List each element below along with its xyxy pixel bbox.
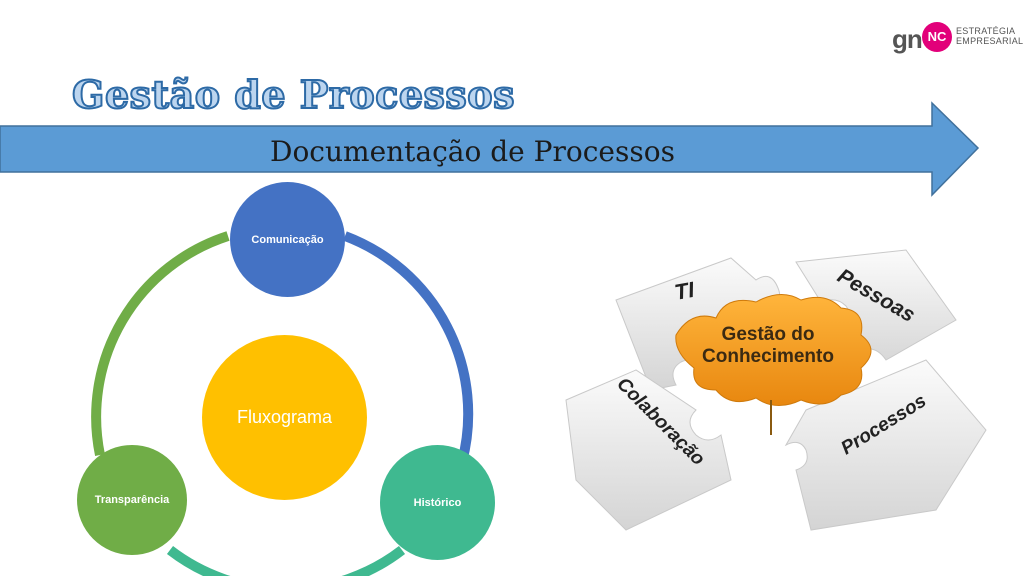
cycle-center-fluxograma: Fluxograma [202, 335, 367, 500]
cycle-node-comunicacao: Comunicação [230, 182, 345, 297]
logo-nc-badge: NC [922, 22, 952, 52]
puzzle-piece-bottom-left [565, 369, 732, 531]
process-arrow [0, 101, 980, 197]
logo-gn-text: gn [892, 24, 923, 54]
ring-arc-green [91, 231, 230, 456]
ring-arc-blue [343, 231, 474, 464]
puzzle-center-line-2: Conhecimento [702, 346, 834, 367]
slide-title: Gestão de Processos [71, 71, 516, 118]
puzzle-piece-bottom-right [784, 359, 987, 531]
knowledge-puzzle-image: Gestão do Conhecimento TI Pessoas Colabo… [565, 249, 987, 531]
cycle-node-transparencia: Transparência [77, 445, 187, 555]
cycle-node-historico: Histórico [380, 445, 495, 560]
logo-line-1: ESTRATÉGIA [956, 26, 1016, 36]
logo-line-2: EMPRESARIAL [956, 36, 1024, 46]
puzzle-piece-center [675, 294, 872, 406]
arrow-label: Documentação de Processos [270, 135, 675, 168]
puzzle-center-line-1: Gestão do [722, 324, 815, 345]
company-logo: gn NC ESTRATÉGIA EMPRESARIAL [892, 20, 1023, 54]
ring-arc-teal [166, 546, 406, 576]
